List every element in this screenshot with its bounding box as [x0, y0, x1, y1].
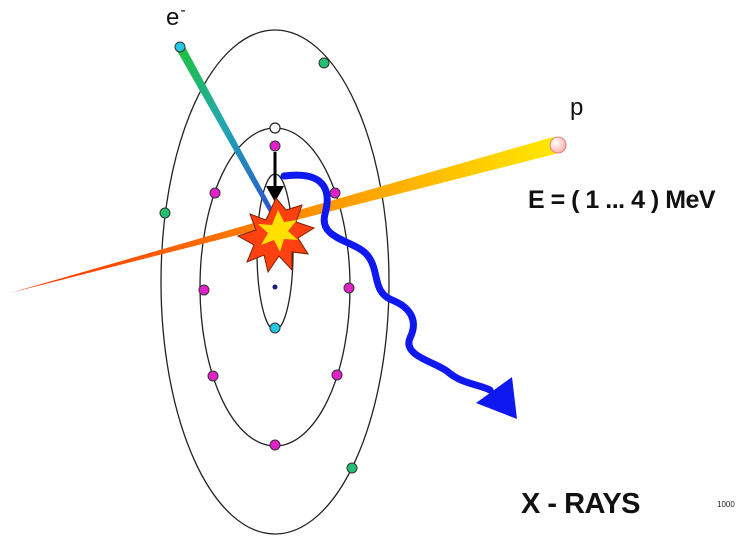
image-code: 1000 [717, 500, 735, 509]
xrays-label: X - RAYS [521, 488, 641, 520]
electron-symbol: e [166, 4, 180, 31]
proton-ball [549, 136, 567, 154]
wavy-arrow-icon [280, 171, 494, 394]
electrons [159, 41, 358, 474]
burst-inner [258, 210, 298, 252]
orbits [160, 29, 390, 535]
electron-inner-top [269, 140, 281, 152]
explosion-starburst-icon [236, 197, 316, 274]
energy-label: E = ( 1 ... 4 ) MeV [528, 186, 716, 214]
electron-inner-bottom [269, 322, 281, 334]
electron-middle-left [198, 284, 210, 296]
electron-middle-top-left [209, 187, 221, 199]
nucleus [272, 284, 278, 290]
electron-outer-left [159, 207, 171, 219]
wave-arrowhead [476, 377, 517, 419]
incoming-electron [176, 45, 277, 219]
electron-middle-top-right [329, 187, 341, 199]
electron-middle-bottom-left [207, 370, 219, 382]
electron-incoming-head [174, 41, 186, 53]
proton-label: p [570, 94, 584, 121]
down-arrow-icon [266, 152, 284, 202]
electron-middle-right [343, 282, 355, 294]
electron-vacancy [269, 122, 281, 134]
electron-middle-bottom [269, 439, 281, 451]
electron-outer-top-right [318, 57, 330, 69]
electron-label: e- [166, 2, 186, 32]
outer-orbit [160, 29, 390, 535]
electron-charge: - [180, 2, 186, 19]
electron-trail [176, 45, 277, 219]
electron-middle-bottom-right [331, 369, 343, 381]
electron-outer-bottom-right [346, 462, 358, 474]
xray-emission [280, 171, 517, 419]
